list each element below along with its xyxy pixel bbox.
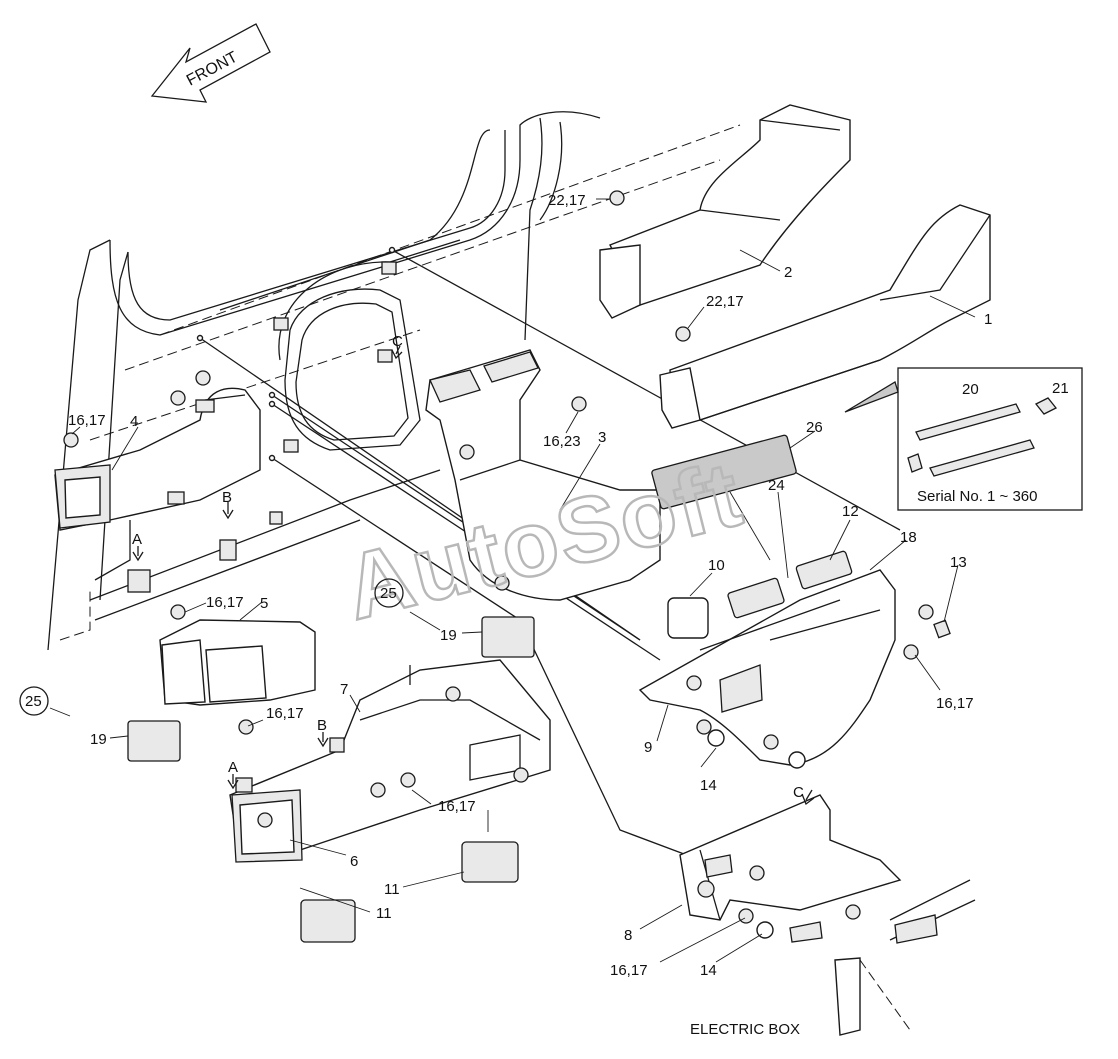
- duct-part-4: [54, 387, 261, 581]
- callout-16-17d: 16,17: [438, 798, 476, 815]
- view-marker-a2: A: [228, 759, 238, 776]
- panel-part-8: [679, 794, 902, 921]
- callout-8: 8: [624, 927, 632, 944]
- callout-2: 2: [784, 264, 792, 281]
- callout-16-17e: 16,17: [936, 695, 974, 712]
- duct-part-1: [659, 204, 991, 429]
- callout-24: 24: [768, 477, 785, 494]
- callout-1: 1: [984, 311, 992, 328]
- callout-3: 3: [598, 429, 606, 446]
- callout-11b: 11: [376, 905, 392, 922]
- callout-22-17b: 22,17: [706, 293, 744, 310]
- callout-13: 13: [950, 554, 967, 571]
- callout-circle-25a: [374, 578, 404, 608]
- callout-12: 12: [842, 503, 859, 520]
- callout-16-17a: 16,17: [68, 412, 106, 429]
- leader-lines: [49, 198, 976, 963]
- callout-9: 9: [644, 739, 652, 756]
- callout-16-17b: 16,17: [206, 594, 244, 611]
- duct-part-2: [599, 104, 851, 319]
- callout-7: 7: [340, 681, 348, 698]
- view-marker-b1: B: [222, 489, 232, 506]
- callout-18: 18: [900, 529, 917, 546]
- callout-16-17c: 16,17: [266, 705, 304, 722]
- callout-14b: 14: [700, 962, 717, 979]
- callout-11a: 11: [384, 881, 400, 898]
- view-markers: A A B B C C: [132, 333, 804, 801]
- electric-box-label: ELECTRIC BOX: [690, 1021, 800, 1038]
- callout-26: 26: [806, 419, 823, 436]
- inset-caption: Serial No. 1 ~ 360: [917, 488, 1038, 505]
- front-arrow: FRONT: [150, 23, 271, 103]
- inset-box: [844, 367, 1083, 511]
- callout-25a: 25: [380, 585, 397, 602]
- view-arrows: [132, 345, 815, 806]
- view-marker-b2: B: [317, 717, 327, 734]
- callout-20: 20: [962, 381, 979, 398]
- view-marker-a1: A: [132, 531, 142, 548]
- callout-4: 4: [130, 413, 138, 430]
- callout-19a: 19: [440, 627, 457, 644]
- fasteners: [63, 190, 951, 939]
- view-marker-c1: C: [392, 333, 403, 350]
- callout-19b: 19: [90, 731, 107, 748]
- cab-frame: [47, 111, 741, 651]
- callout-21: 21: [1052, 380, 1069, 397]
- vent-grilles: [127, 434, 853, 943]
- view-marker-c2: C: [793, 784, 804, 801]
- electric-box-sill: [789, 879, 976, 1036]
- callout-10: 10: [708, 557, 725, 574]
- duct-part-5: [159, 619, 316, 706]
- callout-25b: 25: [25, 693, 42, 710]
- callout-16-17f: 16,17: [610, 962, 648, 979]
- callout-22-17a: 22,17: [548, 192, 586, 209]
- callout-6: 6: [350, 853, 358, 870]
- duct-part-3: [425, 349, 661, 601]
- panel-part-9-18: [638, 569, 896, 766]
- callout-labels: 1 2 3 4 5 6 7 8 9 10 11 11 12 13 14 14 1…: [25, 192, 1069, 979]
- callout-5: 5: [260, 595, 268, 612]
- callout-16-23: 16,23: [543, 433, 581, 450]
- callout-circle-25b: [19, 686, 49, 716]
- callout-14a: 14: [700, 777, 717, 794]
